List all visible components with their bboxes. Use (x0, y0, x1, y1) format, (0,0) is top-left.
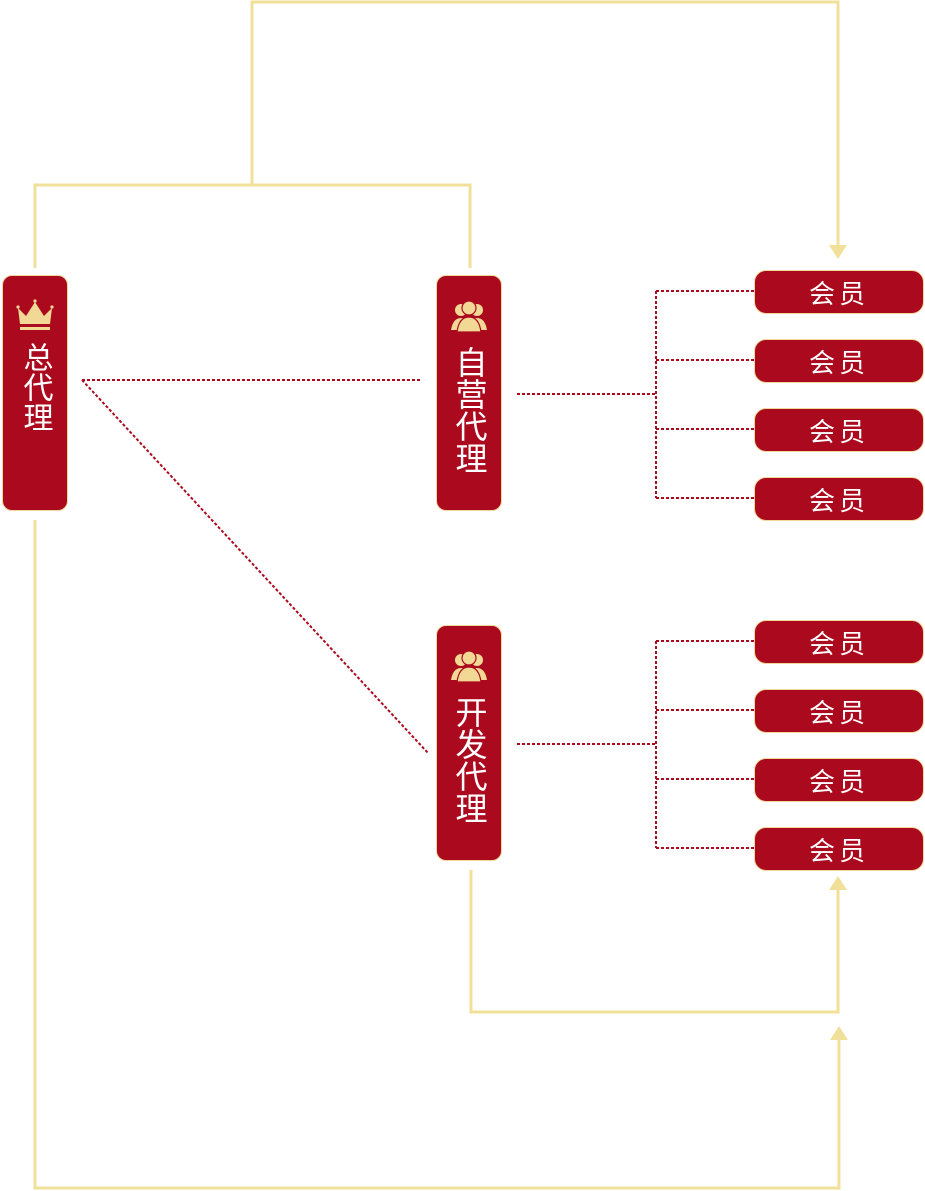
flow-line-top-to-member (250, 0, 840, 250)
member-node[interactable]: 会员 (754, 689, 924, 733)
member-node[interactable]: 会员 (754, 827, 924, 871)
self-agent-label: 自营代理 (450, 346, 489, 474)
member-label: 会员 (808, 698, 869, 729)
general-agent-label: 总代理 (17, 342, 53, 432)
member-label: 会员 (808, 279, 869, 310)
flow-line-general-bottom (33, 520, 841, 1190)
self-agent-tree (517, 290, 754, 499)
member-label: 会员 (808, 767, 869, 798)
arrow-up-icon (829, 876, 847, 890)
general-agent-node[interactable]: 总代理 (2, 275, 68, 511)
dev-agent-tree (517, 640, 754, 849)
member-node[interactable]: 会员 (754, 408, 924, 452)
arrow-up-icon (830, 1026, 848, 1040)
arrow-down-icon (829, 245, 847, 259)
users-icon (451, 650, 487, 683)
member-node[interactable]: 会员 (754, 758, 924, 802)
member-node[interactable]: 会员 (754, 477, 924, 521)
member-label: 会员 (808, 486, 869, 517)
member-label: 会员 (808, 629, 869, 660)
member-node[interactable]: 会员 (754, 270, 924, 314)
development-agent-node[interactable]: 开发代理 (436, 625, 502, 861)
dotted-link-general-dev (81, 379, 429, 754)
member-label: 会员 (808, 348, 869, 379)
users-icon (451, 300, 487, 333)
member-label: 会员 (808, 417, 869, 448)
crown-icon (16, 299, 54, 330)
member-node[interactable]: 会员 (754, 620, 924, 664)
member-node[interactable]: 会员 (754, 339, 924, 383)
flow-line-dev-to-member (469, 870, 840, 1014)
member-label: 会员 (808, 836, 869, 867)
self-operated-agent-node[interactable]: 自营代理 (436, 275, 502, 511)
dev-agent-label: 开发代理 (450, 696, 489, 824)
flow-line-top (33, 183, 472, 268)
